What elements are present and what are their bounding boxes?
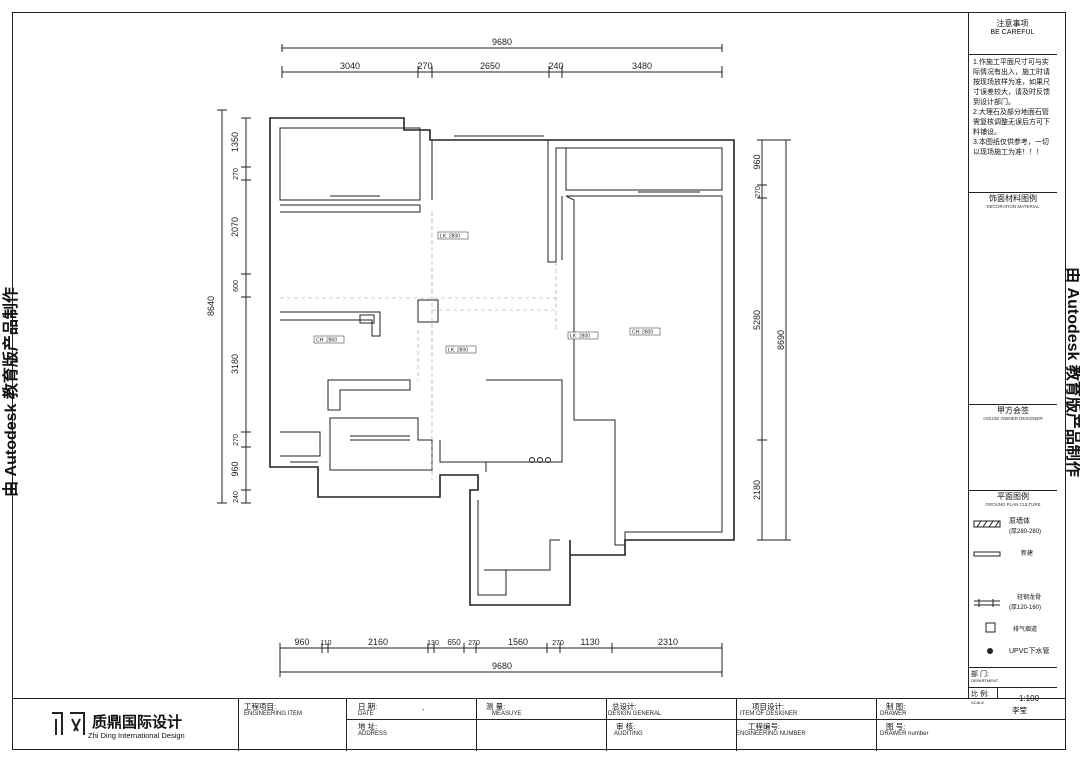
legend-orig-wall — [973, 519, 1001, 531]
dim-right-seg: 960 — [752, 154, 762, 169]
dim-right-seg: 5280 — [752, 310, 762, 330]
dept-en: DEPARTMENT — [971, 678, 999, 683]
eng-number-en: ENGINEERING NUMBER — [736, 731, 806, 737]
auditing-label: 审 核: — [616, 722, 636, 731]
room-label: CH: 2800 — [316, 338, 337, 344]
drawer-number-en: DRAWER number — [880, 731, 929, 737]
item-designer-en: ITEM OF DESIGNER — [740, 711, 798, 717]
dim-top-total: 9680 — [492, 37, 512, 47]
notes-sidebar: 注意事项 BE CAREFUL 1.作施工平面尺寸可与实际情况有出入，施工时请按… — [968, 12, 1057, 705]
drawer-en: DRAWER — [880, 711, 907, 717]
flue-box-icon — [985, 622, 996, 633]
scale-en: SCALE — [971, 700, 985, 705]
address-label: 地 址: — [358, 722, 378, 731]
watermark-right: 由 Autodesk 教育版产品制作 — [1063, 267, 1080, 477]
item-designer-label: 项目设计: — [752, 702, 785, 711]
room-label: LK: 2800 — [570, 334, 590, 340]
title-block: 质鼎国际设计 Zhi Ding International Design 工程项… — [12, 698, 1066, 751]
owner-subtitle: HOUSE OWNER DESIGNER — [983, 416, 1043, 421]
dim-bottom-total: 9680 — [492, 661, 512, 671]
company-name: 质鼎国际设计 — [92, 714, 183, 731]
dim-left-seg: 270 — [233, 168, 240, 180]
dim-left-seg: 2070 — [230, 217, 240, 237]
project-en: ENGINEERING ITEM — [244, 711, 303, 717]
plan-legend-title: 平面图例 — [997, 492, 1029, 501]
dim-right-seg: 270 — [755, 186, 762, 198]
legend-label: 原墙体 — [1009, 518, 1030, 525]
dim-top-seg: 3480 — [632, 61, 652, 71]
legend-label: UPVC下水管 — [1009, 648, 1050, 655]
legend-note: (厚120-160) — [1009, 605, 1042, 611]
dim-left-seg: 1350 — [230, 132, 240, 152]
eng-number-label: 工程编号: — [748, 722, 781, 731]
measure-label: 测 量: — [486, 702, 506, 711]
date-label: 日 期: — [358, 702, 378, 711]
dim-top-seg: 3040 — [340, 61, 360, 71]
dim-left-total: 8640 — [206, 296, 216, 316]
legend-new-wall — [973, 550, 1001, 560]
dim-left-seg: 240 — [233, 491, 240, 503]
date-en: DATE — [358, 711, 374, 717]
dim-bottom-seg: 110 — [320, 640, 331, 647]
company-logo-icon — [52, 712, 85, 735]
materials-title: 饰面材料图例 — [989, 194, 1037, 203]
pipe-dot-icon — [987, 648, 993, 654]
drawer-label: 制 图: — [886, 702, 906, 711]
auditing-en: AUDITING — [614, 731, 643, 737]
legend-pipe — [985, 646, 995, 658]
dim-bottom-seg: 1130 — [580, 637, 599, 647]
dim-bottom-seg: 1560 — [508, 637, 528, 647]
room-label: LK: 2800 — [440, 234, 460, 240]
address-en: ADDRESS — [358, 731, 388, 737]
room-label: LK: 2800 — [448, 348, 468, 354]
notes-title: 注意事项 — [996, 19, 1029, 28]
materials-subtitle: DECORATION MATERIAL — [986, 204, 1040, 209]
legend-label: 轻钢龙骨 — [1017, 595, 1042, 601]
dim-bottom-seg: 130 — [427, 640, 439, 647]
date-value: - — [422, 705, 425, 714]
design-general-label: 总设计: — [612, 702, 637, 711]
legend-flue — [985, 622, 997, 636]
dim-top-seg: 240 — [548, 61, 563, 71]
plan-legend-subtitle: GROUND PLAN CULTURE — [985, 502, 1041, 507]
note-item: 1.作施工平面尺寸可与实际情况有出入，施工时请按现场放样为准，如果尺寸误差较大，… — [973, 59, 1050, 106]
dim-right-total: 8690 — [776, 330, 786, 350]
project-label: 工程项目: — [244, 702, 277, 711]
design-general-en: DESIGN GENERAL — [608, 711, 662, 717]
dim-bottom-seg: 2160 — [368, 637, 388, 647]
room-label: CH: 2800 — [632, 330, 653, 336]
dim-bottom-seg: 270 — [552, 640, 564, 647]
dim-left-seg: 3180 — [230, 354, 240, 374]
drawer-value: 李莹 — [1012, 706, 1027, 715]
owner-title: 甲方会签 — [997, 406, 1029, 415]
drawing-frame — [12, 12, 1066, 750]
dim-bottom-seg: 960 — [294, 637, 309, 647]
dim-bottom-seg: 2310 — [658, 637, 678, 647]
note-item: 3.本图纸仅供参考，一切以现场施工为准！！！ — [973, 139, 1049, 156]
dim-right-seg: 2180 — [752, 480, 762, 500]
dim-top-seg: 270 — [417, 61, 432, 71]
company-name-en: Zhi Ding International Design — [88, 731, 185, 740]
legend-label: 排气烟道 — [1013, 627, 1038, 633]
measure-en: MEASUYE — [492, 711, 522, 717]
legend-steel — [973, 598, 1001, 610]
dim-left-seg: 600 — [233, 280, 240, 292]
legend-note: (厚280-280) — [1009, 529, 1042, 535]
notes-title-en: BE CAREFUL — [990, 29, 1035, 36]
drawer-number-label: 图 号: — [886, 722, 906, 731]
new-wall-icon — [973, 551, 1001, 557]
dim-bottom-seg: 270 — [468, 640, 480, 647]
legend-label: 新建 — [1021, 551, 1034, 557]
steel-frame-icon — [974, 599, 1000, 607]
note-item: 2.大理石及部分地面石管需复核调整无误后方可下料铺设。 — [973, 109, 1050, 136]
notes-list: 1.作施工平面尺寸可与实际情况有出入，施工时请按现场放样为准，如果尺寸误差较大，… — [973, 58, 1055, 158]
dim-left-seg: 960 — [230, 461, 240, 476]
dim-top-seg: 2650 — [480, 61, 500, 71]
wall-hatch-icon — [973, 520, 1001, 528]
floor-plan: 9680 3040 270 2650 240 3480 960 110 2160… — [206, 37, 791, 677]
dim-bottom-seg: 650 — [447, 638, 461, 647]
dim-left-seg: 270 — [233, 434, 240, 446]
dept-label: 部 门: — [971, 671, 989, 678]
scale-label: 比 例: — [971, 691, 989, 698]
